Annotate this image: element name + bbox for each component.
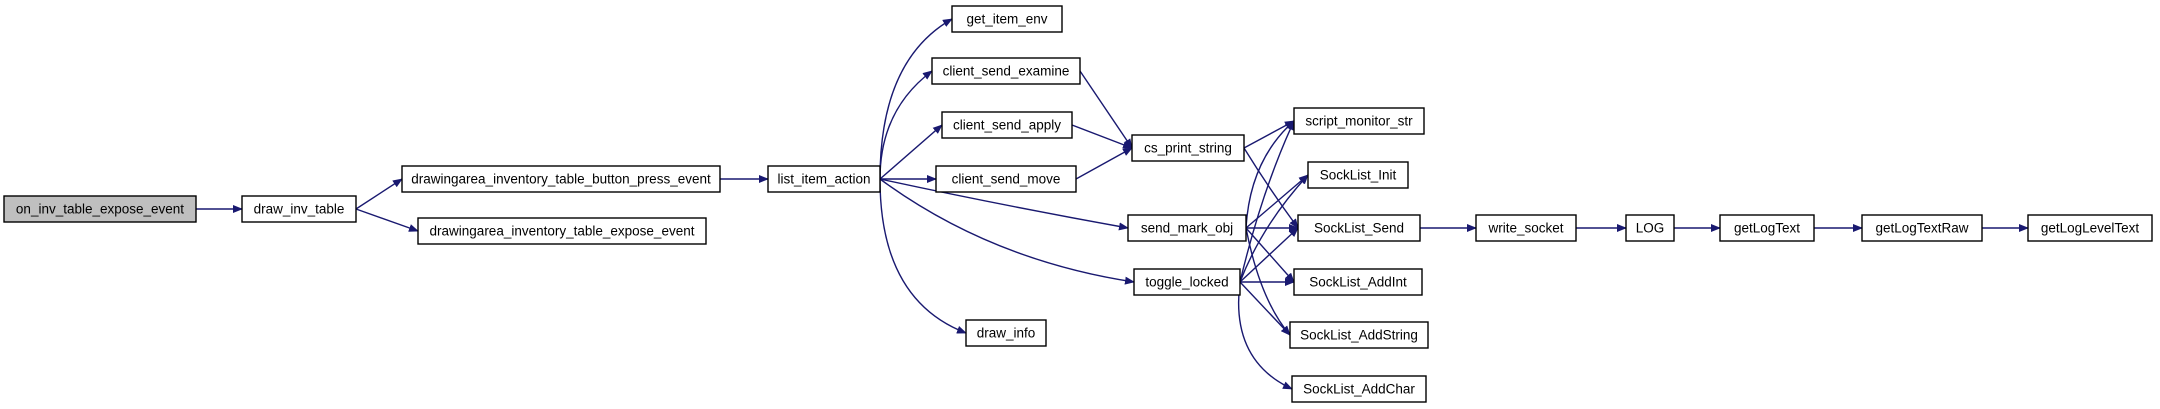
node-list_item_action[interactable]: list_item_action (767, 165, 881, 193)
node-label: getLogLevelText (2041, 221, 2140, 236)
node-label: drawingarea_inventory_table_button_press… (411, 172, 711, 187)
edge-toggle_locked-to-script_monitor_str (1239, 120, 1295, 283)
node-label: SockList_Send (1314, 221, 1404, 236)
node-box[interactable] (941, 111, 1073, 139)
node-box[interactable] (1307, 161, 1409, 189)
node-box[interactable] (1297, 214, 1421, 242)
node-box[interactable] (1293, 268, 1423, 296)
node-box[interactable] (1475, 214, 1577, 242)
edge-client_send_apply-to-cs_print_string (1071, 124, 1133, 149)
node-label: SockList_AddString (1300, 328, 1418, 343)
node-get_item_env[interactable]: get_item_env (951, 5, 1063, 33)
node-box[interactable] (965, 319, 1047, 347)
node-toggle_locked[interactable]: toggle_locked (1133, 268, 1241, 296)
node-label: toggle_locked (1145, 275, 1228, 290)
edge-list_item_action-to-toggle_locked (879, 178, 1135, 285)
edge-cs_print_string-to-script_monitor_str (1243, 120, 1295, 149)
node-label: write_socket (1487, 221, 1563, 236)
node-box[interactable] (1133, 268, 1241, 296)
node-SockList_AddChar[interactable]: SockList_AddChar (1291, 375, 1427, 403)
node-label: SockList_AddChar (1303, 382, 1415, 397)
edges-layer (196, 18, 2029, 390)
node-label: draw_info (977, 326, 1036, 341)
node-box[interactable] (767, 165, 881, 193)
edge-draw_inv_table-to-drawingarea_inventory_table_expose_event (355, 208, 419, 232)
node-label: SockList_AddInt (1309, 275, 1407, 290)
node-label: getLogTextRaw (1875, 221, 1968, 236)
edge-client_send_examine-to-cs_print_string (1079, 70, 1133, 149)
node-box[interactable] (951, 5, 1063, 33)
node-label: on_inv_table_expose_event (16, 202, 184, 217)
node-box[interactable] (1625, 214, 1675, 242)
edge-list_item_action-to-client_send_examine (879, 70, 933, 180)
node-LOG[interactable]: LOG (1625, 214, 1675, 242)
node-box[interactable] (1289, 321, 1429, 349)
node-drawingarea_inventory_table_expose_event[interactable]: drawingarea_inventory_table_expose_event (417, 217, 707, 245)
node-SockList_AddInt[interactable]: SockList_AddInt (1293, 268, 1423, 296)
node-box[interactable] (3, 195, 197, 223)
node-label: getLogText (1734, 221, 1800, 236)
edge-toggle_locked-to-SockList_AddChar (1237, 281, 1293, 390)
node-draw_info[interactable]: draw_info (965, 319, 1047, 347)
node-box[interactable] (241, 195, 357, 223)
node-label: send_mark_obj (1141, 221, 1233, 236)
edge-list_item_action-to-draw_info (879, 178, 967, 334)
node-cs_print_string[interactable]: cs_print_string (1131, 134, 1245, 162)
node-box[interactable] (1293, 107, 1425, 135)
node-box[interactable] (1127, 214, 1247, 242)
edge-send_mark_obj-to-script_monitor_str (1245, 120, 1295, 229)
edge-toggle_locked-to-SockList_Init (1239, 174, 1309, 283)
node-label: drawingarea_inventory_table_expose_event (430, 224, 695, 239)
node-box[interactable] (1719, 214, 1815, 242)
node-client_send_apply[interactable]: client_send_apply (941, 111, 1073, 139)
node-send_mark_obj[interactable]: send_mark_obj (1127, 214, 1247, 242)
node-box[interactable] (417, 217, 707, 245)
node-label: script_monitor_str (1305, 114, 1413, 129)
node-getLogTextRaw[interactable]: getLogTextRaw (1861, 214, 1983, 242)
node-client_send_move[interactable]: client_send_move (935, 165, 1077, 193)
node-box[interactable] (401, 165, 721, 193)
node-label: draw_inv_table (254, 202, 345, 217)
node-SockList_AddString[interactable]: SockList_AddString (1289, 321, 1429, 349)
node-box[interactable] (935, 165, 1077, 193)
edge-toggle_locked-to-SockList_Send (1239, 227, 1299, 283)
node-SockList_Init[interactable]: SockList_Init (1307, 161, 1409, 189)
edge-list_item_action-to-send_mark_obj (879, 178, 1129, 231)
node-client_send_examine[interactable]: client_send_examine (931, 57, 1081, 85)
edge-client_send_move-to-cs_print_string (1075, 147, 1133, 180)
edge-cs_print_string-to-SockList_Send (1243, 147, 1299, 229)
node-label: SockList_Init (1320, 168, 1397, 183)
edge-list_item_action-to-get_item_env (879, 18, 953, 180)
node-getLogLevelText[interactable]: getLogLevelText (2027, 214, 2153, 242)
node-SockList_Send[interactable]: SockList_Send (1297, 214, 1421, 242)
node-write_socket[interactable]: write_socket (1475, 214, 1577, 242)
node-label: cs_print_string (1144, 141, 1232, 156)
node-on_inv_table_expose_event[interactable]: on_inv_table_expose_event (3, 195, 197, 223)
node-label: list_item_action (777, 172, 870, 187)
node-box[interactable] (1291, 375, 1427, 403)
node-label: client_send_move (952, 172, 1061, 187)
node-box[interactable] (1861, 214, 1983, 242)
node-label: client_send_examine (943, 64, 1070, 79)
node-box[interactable] (1131, 134, 1245, 162)
node-getLogText[interactable]: getLogText (1719, 214, 1815, 242)
node-script_monitor_str[interactable]: script_monitor_str (1293, 107, 1425, 135)
node-draw_inv_table[interactable]: draw_inv_table (241, 195, 357, 223)
node-label: client_send_apply (953, 118, 1061, 133)
edge-list_item_action-to-client_send_apply (879, 124, 943, 180)
node-box[interactable] (2027, 214, 2153, 242)
node-label: LOG (1636, 221, 1665, 236)
node-box[interactable] (931, 57, 1081, 85)
node-label: get_item_env (966, 12, 1047, 27)
node-drawingarea_inventory_table_button_press_event[interactable]: drawingarea_inventory_table_button_press… (401, 165, 721, 193)
edge-toggle_locked-to-SockList_AddString (1239, 281, 1291, 336)
edge-draw_inv_table-to-drawingarea_inventory_table_button_press_event (355, 178, 403, 210)
